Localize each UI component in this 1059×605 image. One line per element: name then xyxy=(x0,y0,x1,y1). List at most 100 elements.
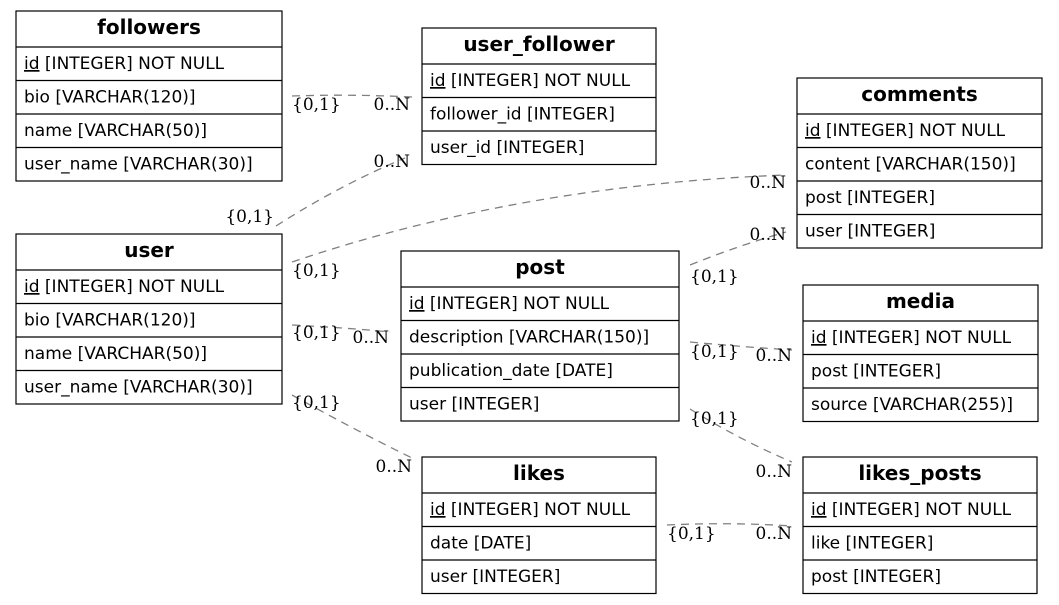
primary-key-name: id xyxy=(805,121,821,141)
primary-key-name: id xyxy=(811,500,827,520)
field: content [VARCHAR(150)] xyxy=(805,155,1016,175)
primary-key-field: id [INTEGER] NOT NULL xyxy=(24,277,225,297)
to-cardinality: 0..N xyxy=(756,524,793,544)
field: publication_date [DATE] xyxy=(409,361,613,381)
from-cardinality: {0,1} xyxy=(690,267,739,287)
primary-key-field: id [INTEGER] NOT NULL xyxy=(409,294,610,314)
primary-key-name: id xyxy=(24,277,40,297)
from-cardinality: {0,1} xyxy=(292,323,341,343)
primary-key-field: id [INTEGER] NOT NULL xyxy=(805,121,1006,141)
field: name [VARCHAR(50)] xyxy=(24,344,207,364)
relationship-user-comments: {0,1} 0..N xyxy=(291,173,787,281)
field: description [VARCHAR(150)] xyxy=(409,328,649,348)
field: bio [VARCHAR(120)] xyxy=(24,311,196,331)
entity-title: user_follower xyxy=(463,32,615,56)
field: user_id [INTEGER] xyxy=(430,138,584,158)
field: name [VARCHAR(50)] xyxy=(24,121,207,141)
primary-key-type: [INTEGER] NOT NULL xyxy=(827,328,1012,348)
entity-post[interactable]: post id [INTEGER] NOT NULL description [VA… xyxy=(400,250,680,422)
entity-box xyxy=(15,10,283,182)
relationship-post-media: {0,1} 0..N xyxy=(689,341,793,366)
entity-title: media xyxy=(886,289,955,313)
field: user_name [VARCHAR(30)] xyxy=(24,155,253,175)
entity-box xyxy=(802,456,1038,595)
entity-media[interactable]: media id [INTEGER] NOT NULL post [INTEGER]… xyxy=(802,284,1039,423)
primary-key-type: [INTEGER] NOT NULL xyxy=(446,71,631,91)
relationship-line xyxy=(275,157,406,227)
field: user [INTEGER] xyxy=(409,395,539,415)
field: post [INTEGER] xyxy=(805,188,935,208)
relationship-line xyxy=(291,174,787,263)
relationship-line xyxy=(689,341,793,351)
relationship-user-post: {0,1} 0..N xyxy=(291,323,391,348)
relationship-followers-user_follower: {0,1} 0..N xyxy=(291,94,413,115)
primary-key-field: id [INTEGER] NOT NULL xyxy=(811,328,1012,348)
field: user [INTEGER] xyxy=(430,567,560,587)
primary-key-name: id xyxy=(24,54,40,74)
field: user [INTEGER] xyxy=(805,222,935,242)
to-cardinality: 0..N xyxy=(374,95,411,115)
entity-title: post xyxy=(515,255,565,279)
primary-key-field: id [INTEGER] NOT NULL xyxy=(24,54,225,74)
relationship-user-user_follower: {0,1} 0..N xyxy=(225,152,410,227)
to-cardinality: 0..N xyxy=(353,328,390,348)
primary-key-type: [INTEGER] NOT NULL xyxy=(827,500,1012,520)
from-cardinality: {0,1} xyxy=(690,342,739,362)
field: post [INTEGER] xyxy=(811,362,941,382)
relationship-line xyxy=(666,523,793,527)
relationship-line xyxy=(689,408,793,463)
to-cardinality: 0..N xyxy=(756,462,793,482)
to-cardinality: 0..N xyxy=(750,173,787,193)
field: bio [VARCHAR(120)] xyxy=(24,88,196,108)
entity-user[interactable]: user id [INTEGER] NOT NULL bio [VARCHAR(12… xyxy=(15,233,283,405)
relationships-layer: {0,1} 0..N {0,1} 0..N {0,1} 0..N {0,1} 0..N {0,1… xyxy=(225,94,793,544)
primary-key-field: id [INTEGER] NOT NULL xyxy=(811,500,1012,520)
field: like [INTEGER] xyxy=(811,534,933,554)
entity-followers[interactable]: followers id [INTEGER] NOT NULL bio [VARCH… xyxy=(15,10,283,182)
relationship-post-comments: {0,1} 0..N xyxy=(689,225,787,287)
entity-box xyxy=(421,456,657,595)
primary-key-name: id xyxy=(430,500,446,520)
field: date [DATE] xyxy=(430,534,531,554)
entities-layer: followers id [INTEGER] NOT NULL bio [VARCH… xyxy=(15,10,1043,595)
entity-likes[interactable]: likes id [INTEGER] NOT NULL date [DATE] use… xyxy=(421,456,657,595)
entity-box xyxy=(421,27,657,166)
primary-key-type: [INTEGER] NOT NULL xyxy=(446,500,631,520)
to-cardinality: 0..N xyxy=(374,152,411,172)
primary-key-type: [INTEGER] NOT NULL xyxy=(821,121,1006,141)
entity-box xyxy=(796,77,1043,249)
field: follower_id [INTEGER] xyxy=(430,105,615,125)
to-cardinality: 0..N xyxy=(750,225,787,245)
entity-comments[interactable]: comments id [INTEGER] NOT NULL content [VA… xyxy=(796,77,1043,249)
entity-title: followers xyxy=(97,15,201,39)
relationship-line xyxy=(291,94,413,98)
relationship-likes-likes_posts: {0,1} 0..N xyxy=(666,523,793,544)
from-cardinality: {0,1} xyxy=(690,409,739,429)
entity-title: likes xyxy=(513,461,565,485)
relationship-line xyxy=(291,394,413,459)
entity-title: comments xyxy=(861,82,978,106)
from-cardinality: {0,1} xyxy=(225,207,274,227)
field: user_name [VARCHAR(30)] xyxy=(24,378,253,398)
primary-key-name: id xyxy=(409,294,425,314)
to-cardinality: 0..N xyxy=(756,346,793,366)
primary-key-field: id [INTEGER] NOT NULL xyxy=(430,500,631,520)
from-cardinality: {0,1} xyxy=(667,524,716,544)
entity-title: likes_posts xyxy=(858,461,981,485)
entity-title: user xyxy=(124,238,174,262)
relationship-user-likes: {0,1}0..N xyxy=(291,393,413,477)
relationship-post-likes_posts: {0,1} 0..N xyxy=(689,408,793,482)
from-cardinality: {0,1} xyxy=(292,261,341,281)
from-cardinality: {0,1} xyxy=(292,95,341,115)
primary-key-type: [INTEGER] NOT NULL xyxy=(40,54,225,74)
relationship-line xyxy=(689,231,787,266)
primary-key-name: id xyxy=(811,328,827,348)
primary-key-type: [INTEGER] NOT NULL xyxy=(40,277,225,297)
entity-box xyxy=(15,233,283,405)
entity-box xyxy=(802,284,1039,423)
primary-key-type: [INTEGER] NOT NULL xyxy=(425,294,610,314)
primary-key-name: id xyxy=(430,71,446,91)
